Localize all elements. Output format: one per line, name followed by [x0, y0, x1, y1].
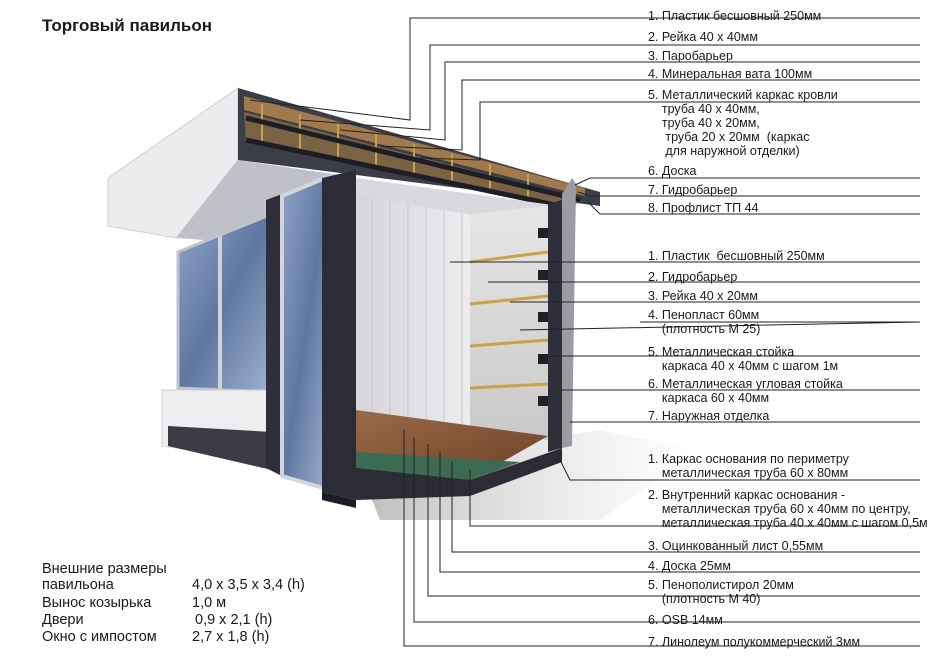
floor-layer-7: 7. Линолеум полукоммерческий 3мм: [648, 635, 861, 649]
dim-value-canopy: 1,0 м: [192, 595, 227, 611]
roof-layer-5: 5. Металлический каркас кровли труба 40 …: [648, 88, 838, 158]
leader-floor-2: [469, 470, 920, 527]
exterior-cladding: [562, 178, 576, 448]
dim-label-canopy: Вынос козырька: [42, 595, 152, 611]
floor-layer-1: 1. Каркас основания по периметру металли…: [648, 452, 849, 480]
roof-layer-4: 4. Минеральная вата 100мм: [648, 67, 813, 81]
leader-roof-2: [299, 44, 920, 131]
roof-layer-8: 8. Профлист ТП 44: [648, 201, 759, 215]
wall-layer-4: 4. Пенопласт 60мм (плотность М 25): [648, 308, 761, 336]
leader-floor-6: [413, 438, 920, 623]
dim-value-doors: 0,9 х 2,1 (h): [195, 612, 273, 628]
dim-label-pavilion: павильона: [42, 577, 114, 593]
floor-layer-6: 6. OSB 14мм: [648, 613, 723, 627]
roof-layer-1: 1. Пластик бесшовный 250мм: [648, 9, 822, 23]
wall-insulation: [470, 206, 548, 440]
leader-floor-4: [439, 452, 920, 573]
diagram-title: Торговый павильон: [42, 16, 212, 35]
floor-layer-5: 5. Пенополистирол 20мм (плотность М 40): [648, 578, 794, 606]
wall-layer-5: 5. Металлическая стойка каркаса 40 х 40м…: [648, 345, 839, 373]
leader-floor-1: [559, 459, 920, 481]
leader-roof-7: [577, 191, 920, 197]
leader-roof-3: [339, 61, 920, 141]
leader-roof-4: [379, 79, 920, 151]
front-frame-post: [322, 170, 356, 500]
floor-layer-3: 3. Оцинкованный лист 0,55мм: [648, 539, 824, 553]
leader-floor-5: [427, 444, 920, 597]
dim-value-pavilion: 4,0 х 3,5 х 3,4 (h): [192, 577, 305, 593]
wall-layer-3: 3. Рейка 40 х 20мм: [648, 289, 758, 303]
ceiling: [356, 178, 560, 218]
rear-corner-post: [548, 200, 562, 452]
dim-label-window: Окно с импостом: [42, 629, 157, 645]
wall-layer-7: 7. Наружная отделка: [648, 409, 770, 423]
leader-roof-5: [419, 101, 920, 161]
roof-layer-2: 2. Рейка 40 х 40мм: [648, 30, 758, 44]
leader-floor-3: [451, 462, 920, 553]
dim-label-doors: Двери: [42, 612, 84, 628]
wall-layer-6: 6. Металлическая угловая стойка каркаса …: [648, 377, 843, 405]
roof-layer-6: 6. Доска: [648, 164, 697, 178]
leader-roof-1: [249, 17, 920, 121]
roof-layer-7: 7. Гидробарьер: [648, 183, 738, 197]
front-corner-post: [266, 194, 282, 476]
dim-value-window: 2,7 х 1,8 (h): [192, 629, 270, 645]
leader-roof-8: [587, 201, 920, 215]
roof-layer-3: 3. Паробарьер: [648, 49, 733, 63]
dimensions-heading: Внешние размеры: [42, 561, 167, 577]
base-frame: [356, 448, 562, 500]
wall-layer-2: 2. Гидробарьер: [648, 270, 738, 284]
base-front: [322, 492, 356, 508]
floor-layer-4: 4. Доска 25мм: [648, 559, 731, 573]
floor-layer-2: 2. Внутренний каркас основания - металли…: [648, 488, 928, 530]
leader-floor-7: [403, 430, 920, 647]
leader-roof-6: [574, 177, 920, 186]
ground-shadow: [360, 430, 700, 520]
wall-layer-1: 1. Пластик бесшовный 250мм: [648, 249, 825, 263]
leader-wall-4: [519, 321, 921, 331]
